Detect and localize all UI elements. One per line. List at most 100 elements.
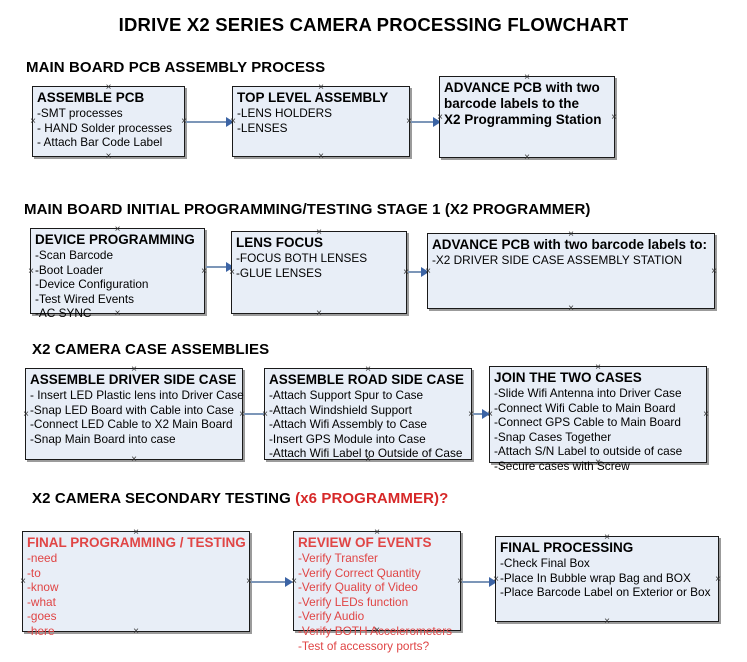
box-line: -Attach Support Spur to Case <box>269 388 424 402</box>
box-line: -Verify LEDs function <box>298 594 409 609</box>
arrow-head-icon <box>433 117 441 127</box>
resize-handle-right[interactable] <box>710 267 719 276</box>
box-line: -Attach Wifi Assembly to Case <box>269 417 427 432</box>
resize-handle-bottom[interactable] <box>317 152 326 161</box>
section-heading-main-board-pcb-assembly-process: MAIN BOARD PCB ASSEMBLY PROCESS <box>26 59 325 76</box>
box-line: -Verify Quality of Video <box>298 580 418 595</box>
box-final-processing[interactable]: FINAL PROCESSING -Check Final Box -Place… <box>495 536 719 622</box>
box-line: -to <box>27 565 41 580</box>
box-line: -Verify Correct Quantity <box>298 565 421 580</box>
box-line: -Place Barcode Label on Exterior or Box <box>500 585 711 600</box>
arrow-head-icon <box>421 267 429 277</box>
box-line: -Device Configuration <box>35 277 149 292</box>
box-line: -Verify BOTH Accelerometers <box>298 623 453 638</box>
connector-assemble-pcb-to-top-level-assembly[interactable] <box>186 121 231 123</box>
box-line-overflow: -Test of accessory ports? <box>298 638 430 653</box>
box-line: -Insert GPS Module into Case <box>269 431 426 446</box>
resize-handle-bottom[interactable] <box>130 455 139 464</box>
box-title: ASSEMBLE ROAD SIDE CASE <box>269 372 465 387</box>
section-heading-text: X2 CAMERA CASE ASSEMBLIES <box>32 341 270 358</box>
section-heading-main-board-initial-programming: MAIN BOARD INITIAL PROGRAMMING/TESTING S… <box>24 201 591 218</box>
box-title: DEVICE PROGRAMMING <box>35 232 195 247</box>
box-review-of-events[interactable]: REVIEW OF EVENTS -Verify Transfer -Verif… <box>293 531 461 653</box>
box-title: TOP LEVEL ASSEMBLY <box>237 90 389 105</box>
box-line: X2 Programming Station <box>444 112 602 127</box>
section-heading-accent: (x6 PROGRAMMER)? <box>295 490 449 507</box>
connector-driver-side-case-to-road-side-case[interactable] <box>244 413 272 415</box>
box-line: - HAND Solder processes <box>37 120 173 135</box>
box-line: barcode labels to the <box>444 96 580 111</box>
box-line: - Attach Bar Code Label <box>37 135 163 150</box>
section-heading-x2-camera-secondary-testing: X2 CAMERA SECONDARY TESTING (x6 PROGRAMM… <box>32 490 448 507</box>
connector-final-programming-to-review-of-events[interactable] <box>251 581 291 583</box>
box-title: LENS FOCUS <box>236 235 324 250</box>
box-lens-focus[interactable]: LENS FOCUS -FOCUS BOTH LENSES -GLUE LENS… <box>231 231 407 314</box>
box-line: -Verify Transfer <box>298 551 378 565</box>
box-device-programming[interactable]: DEVICE PROGRAMMING -Scan Barcode -Boot L… <box>30 228 205 320</box>
box-line: -Connect Wifi Cable to Main Board <box>494 400 676 415</box>
resize-handle-bottom[interactable] <box>104 152 113 161</box>
section-heading-text: MAIN BOARD INITIAL PROGRAMMING/TESTING S… <box>24 201 591 218</box>
box-line: -Slide Wifi Antenna into Driver Case <box>494 386 682 400</box>
box-assemble-road-side-case[interactable]: ASSEMBLE ROAD SIDE CASE -Attach Support … <box>264 368 472 460</box>
box-line: -what <box>27 594 56 609</box>
section-heading-text: MAIN BOARD PCB ASSEMBLY PROCESS <box>26 59 326 76</box>
box-line: -Boot Loader <box>35 262 104 277</box>
box-line: -Secure cases with Screw <box>494 458 630 473</box>
box-line: -need <box>27 551 58 565</box>
box-line: -here <box>27 623 55 638</box>
box-line: -Check Final Box <box>500 556 590 570</box>
box-line: -Place In Bubble wrap Bag and BOX <box>500 570 691 585</box>
box-join-the-two-cases[interactable]: JOIN THE TWO CASES -Slide Wifi Antenna i… <box>489 366 707 473</box>
box-line: -Snap LED Board with Cable into Case <box>30 402 234 417</box>
box-line: -GLUE LENSES <box>236 265 322 280</box>
box-advance-pcb-to-driver-side-case-station[interactable]: ADVANCE PCB with two barcode labels to: … <box>427 233 715 309</box>
box-line: -LENS HOLDERS <box>237 106 333 120</box>
connector-road-side-case-to-join-two-cases[interactable] <box>473 413 489 415</box>
connector-top-level-assembly-to-advance-pcb[interactable] <box>411 121 439 123</box>
box-title: ASSEMBLE PCB <box>37 90 145 105</box>
page-title: IDRIVE X2 SERIES CAMERA PROCESSING FLOWC… <box>118 14 629 35</box>
box-top-level-assembly[interactable]: TOP LEVEL ASSEMBLY -LENS HOLDERS -LENSES <box>232 86 410 157</box>
box-title: ADVANCE PCB with two barcode labels to: <box>432 237 708 252</box>
box-line: -goes <box>27 609 57 624</box>
box-line: -X2 DRIVER SIDE CASE ASSEMBLY STATION <box>432 253 683 267</box>
box-title: ADVANCE PCB with two <box>444 80 600 95</box>
box-line: -Attach Windshield Support <box>269 402 412 417</box>
resize-handle-bottom[interactable] <box>315 309 324 318</box>
box-line: -FOCUS BOTH LENSES <box>236 251 368 265</box>
box-line: -Verify Audio <box>298 609 365 624</box>
box-line: -SMT processes <box>37 106 123 120</box>
box-title: ASSEMBLE DRIVER SIDE CASE <box>30 372 237 387</box>
box-line: -Scan Barcode <box>35 248 114 262</box>
box-assemble-pcb[interactable]: ASSEMBLE PCB -SMT processes - HAND Solde… <box>32 86 185 157</box>
arrow-head-icon <box>226 262 234 272</box>
connector-device-programming-to-lens-focus[interactable] <box>206 266 231 268</box>
box-final-programming-testing[interactable]: FINAL PROGRAMMING / TESTING -need -to -k… <box>22 531 250 638</box>
resize-handle-bottom[interactable] <box>603 617 612 626</box>
box-title: FINAL PROGRAMMING / TESTING <box>27 535 246 550</box>
resize-handle-bottom[interactable] <box>523 153 532 162</box>
box-title: JOIN THE TWO CASES <box>494 370 642 385</box>
box-line: -AC SYNC <box>35 306 92 321</box>
box-line: -Attach Wifi Label to Outside of Case <box>269 446 463 461</box>
connector-lens-focus-to-advance-pcb-driver-side[interactable] <box>408 271 427 273</box>
box-assemble-driver-side-case[interactable]: ASSEMBLE DRIVER SIDE CASE - Insert LED P… <box>25 368 244 460</box>
box-line: -know <box>27 580 59 595</box>
box-title: FINAL PROCESSING <box>500 540 634 555</box>
arrow-head-icon <box>489 577 497 587</box>
resize-handle-bottom[interactable] <box>567 304 576 313</box>
box-line: -Snap Main Board into case <box>30 431 176 446</box>
box-advance-pcb-to-x2-programming-station[interactable]: ADVANCE PCB with two barcode labels to t… <box>439 76 615 158</box>
box-line: -Snap Cases Together <box>494 429 612 444</box>
box-title: REVIEW OF EVENTS <box>298 535 432 550</box>
box-line: - Insert LED Plastic lens into Driver Ca… <box>30 388 244 402</box>
arrow-head-icon <box>285 577 293 587</box>
box-line: -Test Wired Events <box>35 291 134 306</box>
section-heading-text: X2 CAMERA SECONDARY TESTING <box>32 490 296 507</box>
arrow-head-icon <box>482 409 490 419</box>
box-line: -Connect GPS Cable to Main Board <box>494 415 681 430</box>
arrow-head-icon <box>226 117 234 127</box>
connector-review-of-events-to-final-processing[interactable] <box>462 581 495 583</box>
